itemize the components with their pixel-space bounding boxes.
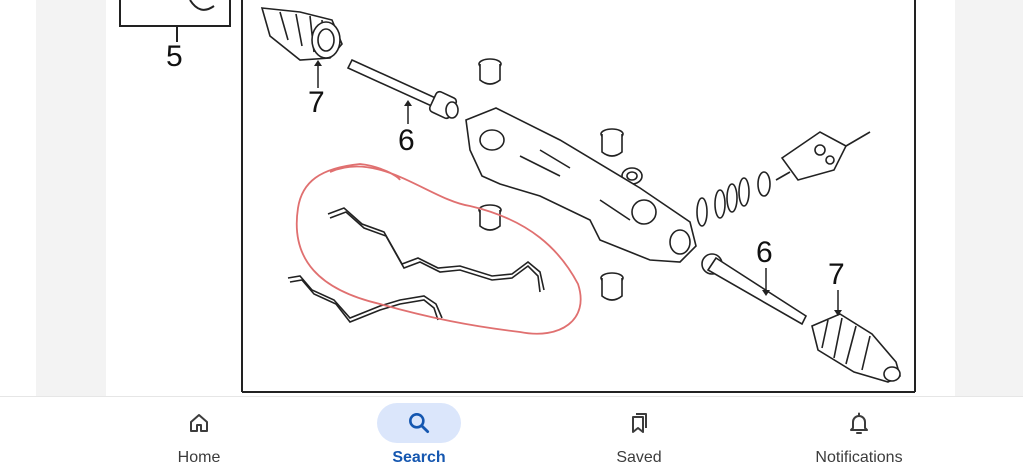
bottom-navigation-bar: Home Search Saved Notifications: [0, 396, 1023, 471]
bushing-mid: [478, 204, 502, 231]
tie-rod-bottom: [701, 253, 808, 326]
boot-bottom-right: [811, 313, 901, 383]
rack-housing: [465, 107, 697, 263]
bell-icon-container: [817, 403, 901, 443]
nav-item-search[interactable]: Search: [339, 397, 499, 471]
right-gutter: [955, 0, 1023, 396]
callout-number-6-top: 6: [398, 124, 415, 157]
nav-label-notifications: Notifications: [815, 449, 903, 466]
search-icon-container: [377, 403, 461, 443]
nav-label-home: Home: [177, 449, 221, 466]
steering-rack-diagram: [119, 0, 916, 393]
annotation-circle: [295, 163, 582, 335]
home-icon-container: [157, 403, 241, 443]
callout-number-7-top: 7: [308, 86, 325, 119]
bookmarks-icon: [632, 413, 647, 433]
left-gutter: [36, 0, 106, 396]
callout-number-7-bottom: 7: [828, 258, 845, 291]
nav-item-saved[interactable]: Saved: [559, 397, 719, 471]
boot-top-left: [260, 7, 343, 61]
home-icon: [190, 414, 208, 432]
callout-number-6-bottom: 6: [756, 236, 773, 269]
bell-icon: [850, 412, 868, 434]
diagram-frame: [119, 0, 916, 393]
bushing-bottom: [600, 272, 624, 301]
nav-item-notifications[interactable]: Notifications: [779, 397, 939, 471]
bookmarks-icon-container: [597, 403, 681, 443]
search-icon: [409, 413, 430, 434]
bushing-top: [478, 58, 502, 85]
nav-label-search: Search: [392, 449, 446, 466]
nav-label-saved: Saved: [616, 449, 662, 466]
fluid-lines: [287, 207, 545, 323]
pinion-valve: [775, 131, 871, 181]
tie-rod-top: [346, 58, 459, 120]
nav-item-home[interactable]: Home: [119, 397, 279, 471]
seal-rings: [696, 171, 771, 227]
bushing-mid-right: [600, 128, 643, 185]
callout-number-5: 5: [166, 40, 183, 73]
left-margin: [0, 0, 36, 396]
